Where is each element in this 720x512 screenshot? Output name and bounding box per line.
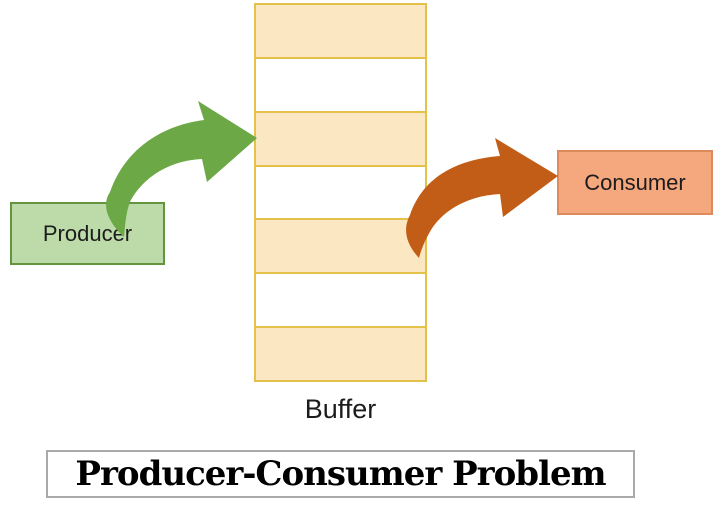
buffer-label: Buffer bbox=[304, 394, 377, 424]
producer-box: Producer bbox=[10, 202, 165, 265]
buffer-cell-empty bbox=[256, 56, 425, 111]
title-box: Producer-Consumer Problem bbox=[46, 450, 635, 498]
buffer-cell-empty bbox=[256, 164, 425, 219]
buffer bbox=[254, 3, 427, 382]
buffer-cell-filled bbox=[256, 110, 425, 165]
buffer-cell-filled bbox=[256, 326, 425, 381]
diagram-title: Producer-Consumer Problem bbox=[75, 454, 606, 494]
buffer-cell-empty bbox=[256, 272, 425, 327]
consumer-box: Consumer bbox=[557, 150, 713, 215]
buffer-cell-filled bbox=[256, 5, 425, 57]
consumer-label: Consumer bbox=[584, 169, 686, 195]
producer-label: Producer bbox=[42, 220, 133, 246]
buffer-to-consumer-arrow-icon bbox=[406, 138, 558, 258]
buffer-cell-filled bbox=[256, 218, 425, 273]
